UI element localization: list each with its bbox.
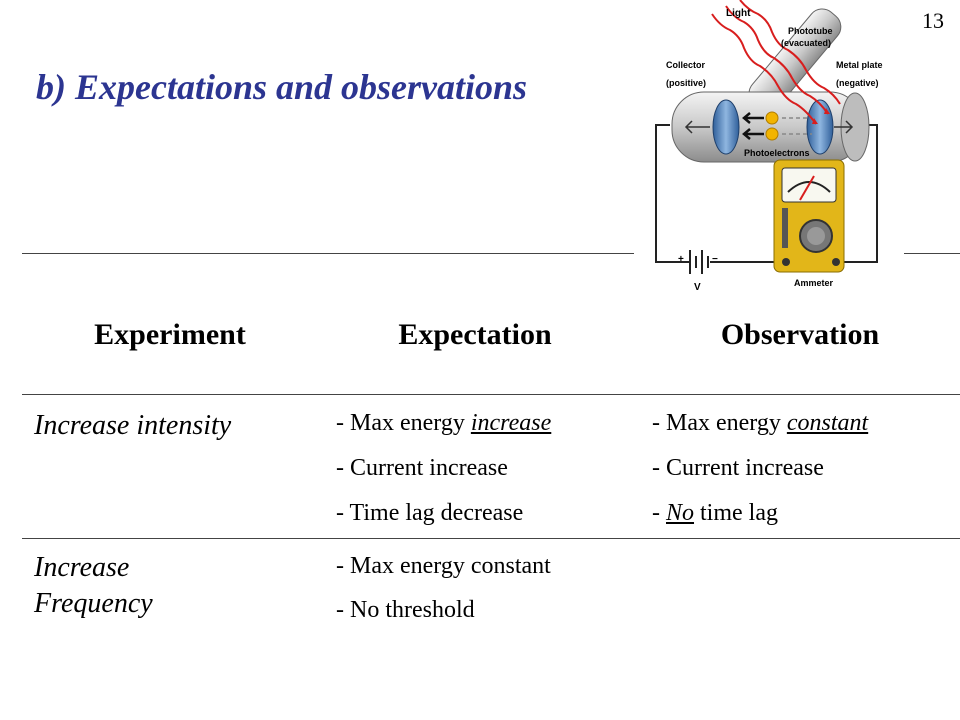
- row1-observation-line1: - Max energy constant: [652, 410, 869, 436]
- collector-plate: [712, 99, 740, 155]
- header-experiment: Experiment: [94, 318, 246, 351]
- row1-observation-line2: - Current increase: [652, 455, 824, 481]
- metal-plate-label-2: (negative): [836, 78, 879, 88]
- row1-expectation-line2: - Current increase: [336, 455, 508, 481]
- phototube-label: Phototube: [788, 26, 833, 36]
- ammeter-label: Ammeter: [794, 278, 834, 288]
- row1-observation-line3: - No time lag: [652, 500, 778, 526]
- table-top-rule-left: [22, 253, 634, 254]
- header-observation: Observation: [720, 318, 880, 351]
- photoelectron: [765, 127, 779, 141]
- photoelectrons-label: Photoelectrons: [744, 148, 810, 158]
- row2-expectation-line1: - Max energy constant: [336, 553, 551, 579]
- phototube-label-2: (evacuated): [781, 38, 831, 48]
- row2-expectation-line2: - No threshold: [336, 597, 475, 623]
- header-divider: [22, 394, 960, 395]
- slide-title: b) Expectations and observations: [36, 67, 528, 107]
- row1-expectation-line1: - Max energy increase: [336, 410, 552, 436]
- table-top-rule-right: [904, 253, 960, 254]
- circuit-wire: [655, 124, 878, 263]
- phototube-circuit-diagram: Light Phototube (evacuated) Collector (p…: [655, 0, 883, 292]
- page-number: 13: [922, 8, 944, 33]
- plus-label: +: [678, 254, 684, 265]
- light-rays: [711, 0, 841, 125]
- header-expectation: Expectation: [398, 318, 552, 351]
- photoelectron: [765, 111, 779, 125]
- voltage-label: V: [694, 282, 701, 292]
- collector-label-2: (positive): [666, 78, 706, 88]
- metal-plate-label: Metal plate: [836, 60, 883, 70]
- battery-icon: [689, 250, 709, 274]
- electron-arrow: [742, 112, 764, 140]
- ammeter-icon: [773, 159, 845, 273]
- row-label-intensity: Increase intensity: [34, 410, 232, 441]
- minus-label: −: [712, 254, 718, 265]
- collector-label: Collector: [666, 60, 706, 70]
- light-label: Light: [726, 8, 751, 19]
- row1-expectation-line3: - Time lag decrease: [336, 500, 524, 526]
- metal-plate: [806, 99, 834, 155]
- row-divider: [22, 538, 960, 539]
